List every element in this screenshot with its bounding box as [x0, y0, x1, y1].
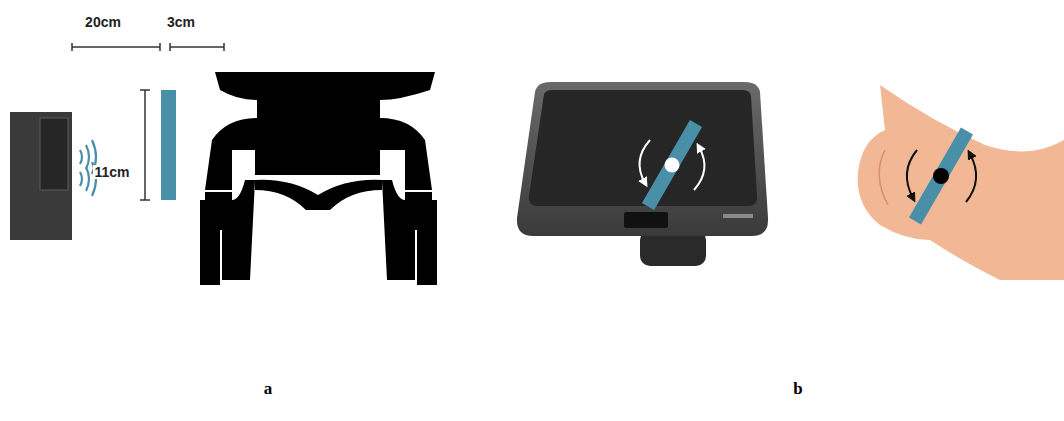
tactile-bar [161, 90, 176, 200]
dimension-label: 3cm [167, 15, 195, 29]
dimension-label: 11cm [93, 165, 130, 179]
panel-label: a [264, 380, 273, 397]
panel-label: b [793, 380, 802, 397]
body-torso [858, 85, 1064, 280]
haptic-pad [517, 82, 768, 266]
dimension-label: 20cm [85, 15, 121, 29]
dimension-lines [72, 43, 224, 200]
haptic-device [10, 112, 72, 240]
person-silhouette [200, 72, 437, 285]
